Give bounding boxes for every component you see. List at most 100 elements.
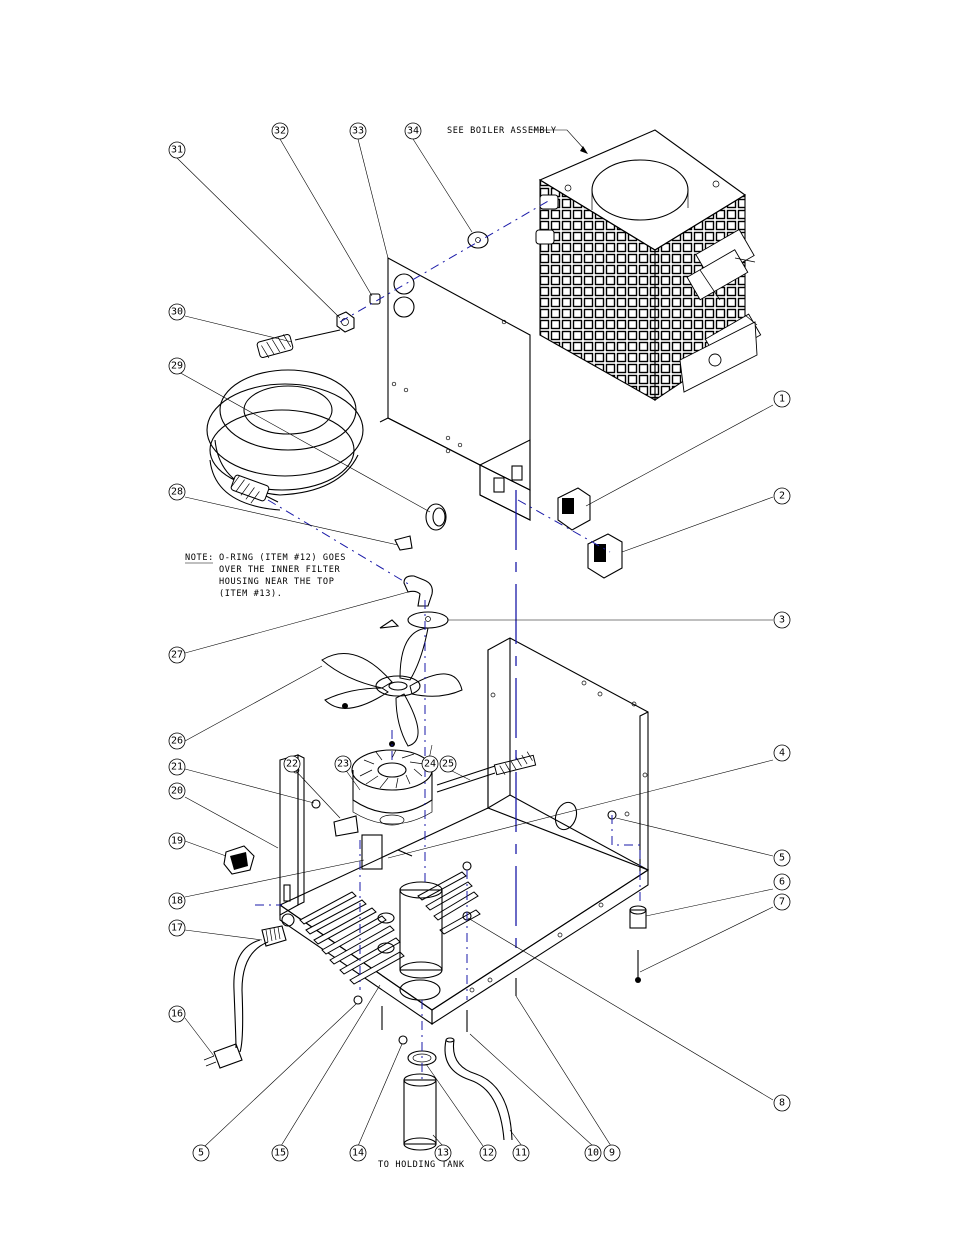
callout-2: 2 — [774, 488, 790, 504]
holding-tank-label: TO HOLDING TANK — [378, 1160, 465, 1170]
fitting-nut — [337, 312, 354, 332]
boiler-assembly-label: SEE BOILER ASSEMBLY — [447, 126, 557, 136]
callout-16: 16 — [169, 1006, 185, 1022]
svg-text:31: 31 — [171, 145, 183, 156]
callout-24: 24 — [422, 756, 438, 772]
outer-filter-housing — [404, 1074, 436, 1150]
svg-text:17: 17 — [171, 923, 183, 934]
callout-8: 8 — [774, 1095, 790, 1111]
mounting-bracket-plate — [380, 258, 530, 520]
power-cord — [204, 926, 286, 1068]
svg-text:8: 8 — [779, 1098, 785, 1109]
callout-9: 9 — [604, 1145, 620, 1161]
fan-blade — [322, 628, 462, 746]
callout-29: 29 — [169, 358, 185, 374]
note-line-4: (ITEM #13). — [219, 589, 283, 599]
svg-text:16: 16 — [171, 1009, 183, 1020]
svg-text:29: 29 — [171, 361, 183, 372]
svg-text:9: 9 — [609, 1148, 615, 1159]
svg-text:33: 33 — [352, 126, 364, 137]
strain-relief — [224, 846, 254, 874]
svg-text:34: 34 — [407, 126, 419, 137]
callout-5-bottom: 5 — [193, 1145, 209, 1161]
note-title: NOTE: — [185, 553, 214, 563]
wire-connector — [334, 816, 358, 836]
svg-text:13: 13 — [437, 1148, 449, 1159]
callout-31: 31 — [169, 142, 185, 158]
callout-11: 11 — [513, 1145, 529, 1161]
callout-5-right: 5 — [774, 850, 790, 866]
svg-text:2: 2 — [779, 491, 785, 502]
water-tubing-coil — [207, 330, 363, 510]
svg-text:30: 30 — [171, 307, 183, 318]
svg-text:15: 15 — [274, 1148, 286, 1159]
callout-3: 3 — [774, 612, 790, 628]
svg-text:21: 21 — [171, 762, 183, 773]
rubber-foot — [630, 906, 646, 928]
svg-text:6: 6 — [779, 877, 785, 888]
callout-21: 21 — [169, 759, 185, 775]
callout-25: 25 — [440, 756, 456, 772]
callout-17: 17 — [169, 920, 185, 936]
callout-12: 12 — [480, 1145, 496, 1161]
callout-14: 14 — [350, 1145, 366, 1161]
callout-27: 27 — [169, 647, 185, 663]
svg-text:14: 14 — [352, 1148, 364, 1159]
callout-13: 13 — [435, 1145, 451, 1161]
callout-30: 30 — [169, 304, 185, 320]
boiler-assembly — [536, 130, 761, 400]
callout-18: 18 — [169, 893, 185, 909]
svg-text:32: 32 — [274, 126, 286, 137]
callout-23: 23 — [335, 756, 351, 772]
gasket — [380, 612, 448, 628]
callout-7: 7 — [774, 894, 790, 910]
note-line-1: O-RING (ITEM #12) GOES — [219, 553, 346, 563]
svg-text:4: 4 — [779, 748, 785, 759]
callout-10: 10 — [585, 1145, 601, 1161]
svg-text:23: 23 — [337, 759, 349, 770]
svg-text:24: 24 — [424, 759, 436, 770]
callout-15: 15 — [272, 1145, 288, 1161]
svg-text:18: 18 — [171, 896, 183, 907]
svg-text:12: 12 — [482, 1148, 494, 1159]
svg-text:25: 25 — [442, 759, 454, 770]
svg-text:28: 28 — [171, 487, 183, 498]
callout-1: 1 — [774, 391, 790, 407]
fasteners — [354, 811, 616, 1044]
screw-7 — [635, 950, 641, 983]
svg-text:5: 5 — [779, 853, 785, 864]
callout-20: 20 — [169, 783, 185, 799]
svg-text:3: 3 — [779, 615, 785, 626]
note-line-3: HOUSING NEAR THE TOP — [219, 577, 334, 587]
svg-text:22: 22 — [286, 759, 298, 770]
svg-text:20: 20 — [171, 786, 183, 797]
callout-28: 28 — [169, 484, 185, 500]
assembly-note: NOTE: O-RING (ITEM #12) GOES OVER THE IN… — [185, 553, 346, 599]
svg-text:19: 19 — [171, 836, 183, 847]
callout-22: 22 — [284, 756, 300, 772]
elbow-fitting — [404, 576, 432, 606]
rocker-switch-2 — [588, 534, 622, 578]
svg-text:27: 27 — [171, 650, 183, 661]
bushing-grommet — [426, 504, 446, 530]
rocker-switch-1 — [558, 488, 590, 530]
callout-33: 33 — [350, 123, 366, 139]
callout-6: 6 — [774, 874, 790, 890]
svg-text:7: 7 — [779, 897, 785, 908]
hex-nut — [312, 800, 320, 808]
callout-26: 26 — [169, 733, 185, 749]
tube-clip — [395, 536, 412, 550]
terminal-block — [362, 835, 382, 869]
drain-tube — [445, 1038, 512, 1140]
callout-19: 19 — [169, 833, 185, 849]
svg-text:1: 1 — [779, 394, 785, 405]
note-line-2: OVER THE INNER FILTER — [219, 565, 340, 575]
svg-text:10: 10 — [587, 1148, 599, 1159]
callout-32: 32 — [272, 123, 288, 139]
svg-text:26: 26 — [171, 736, 183, 747]
svg-text:5: 5 — [198, 1148, 204, 1159]
callout-4: 4 — [774, 745, 790, 761]
callout-34: 34 — [405, 123, 421, 139]
svg-text:11: 11 — [515, 1148, 527, 1159]
